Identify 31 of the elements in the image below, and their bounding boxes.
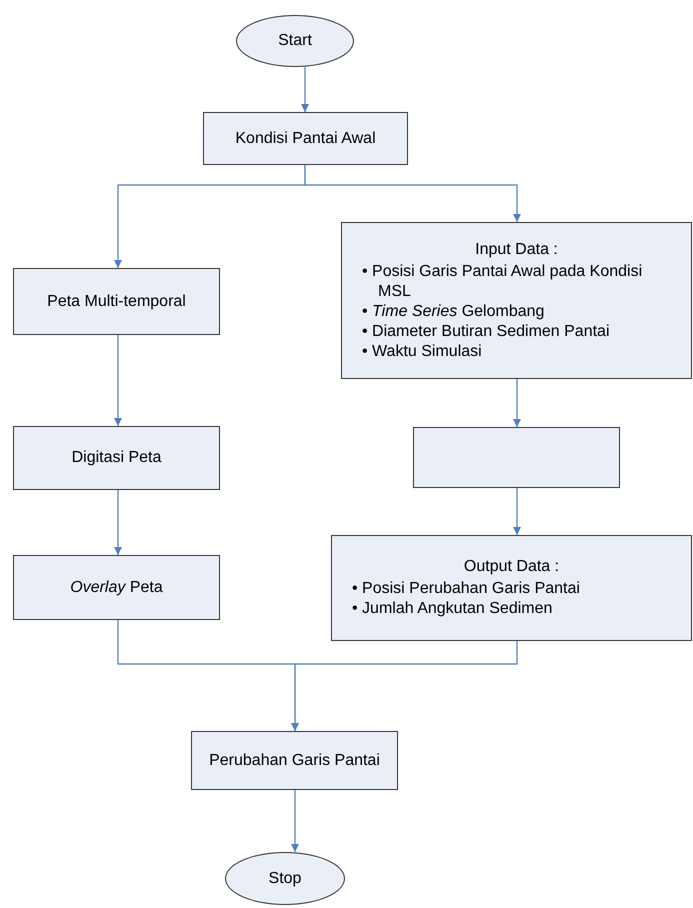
box-heading: Output Data : xyxy=(464,557,560,577)
arrow xyxy=(304,165,521,222)
box-label: Kondisi Pantai Awal xyxy=(235,128,376,148)
box-label: Peta Multi-temporal xyxy=(47,292,186,312)
process-box xyxy=(341,222,692,379)
box-label: Perubahan Garis Pantai xyxy=(209,750,380,770)
bullet-item: • Posisi Perubahan Garis Pantai xyxy=(351,579,581,599)
bullet-item: • Posisi Garis Pantai Awal pada Kondisi MSL xyxy=(361,262,644,302)
box-label: Digitasi Peta xyxy=(72,448,162,468)
arrow xyxy=(513,379,521,427)
bullet-item: • Diameter Butiran Sedimen Pantai xyxy=(361,322,610,342)
box-label: Stop xyxy=(268,868,302,888)
bullet-item: • Jumlah Angkutan Sedimen xyxy=(351,599,554,619)
arrow xyxy=(301,67,309,112)
box-heading: Input Data : xyxy=(475,240,558,260)
process-box xyxy=(203,112,408,165)
arrow xyxy=(513,488,521,535)
arrow xyxy=(291,641,518,731)
box-label: Start xyxy=(278,31,312,51)
process-box xyxy=(331,535,692,641)
bullet-item: • Waktu Simulasi xyxy=(361,342,483,362)
process-box xyxy=(413,427,620,488)
arrow xyxy=(114,335,122,426)
process-box xyxy=(13,555,220,620)
bullet-item: • Time Series Gelombang xyxy=(361,302,546,322)
process-box xyxy=(13,268,220,335)
arrow xyxy=(291,790,299,852)
process-box xyxy=(191,731,398,790)
box-label: Overlay Peta xyxy=(70,578,163,598)
process-box xyxy=(13,426,220,490)
arrow xyxy=(114,490,122,555)
